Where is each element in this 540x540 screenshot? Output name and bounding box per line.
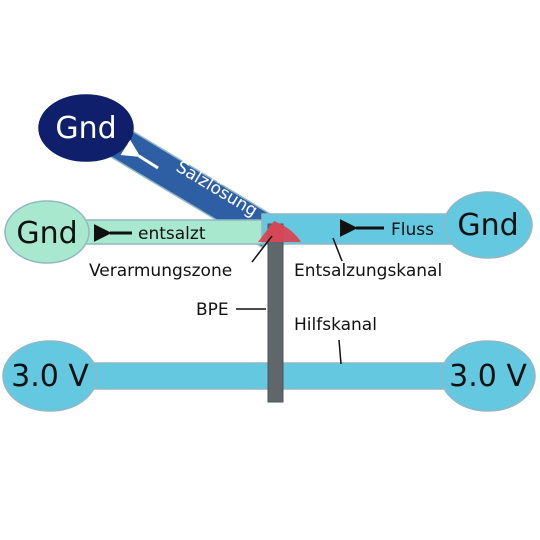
depletion-zone — [258, 221, 301, 242]
desalted-label: entsalzt — [138, 224, 206, 244]
voltage-left-label: 3.0 V — [11, 359, 89, 394]
desalination-channel-label: Entsalzungskanal — [294, 261, 442, 281]
flow-label: Fluss — [391, 220, 434, 240]
bpe-electrode — [267, 223, 284, 403]
bpe-label: BPE — [196, 300, 229, 320]
gnd-left-label: Gnd — [16, 216, 77, 251]
depletion-zone-leader — [251, 235, 273, 263]
gnd-left-reservoir — [4, 200, 90, 264]
auxiliary-channel-leader — [338, 339, 342, 365]
gnd-right-label: Gnd — [457, 208, 518, 243]
gnd-right-reservoir — [443, 191, 533, 259]
depletion-zone-label: Verarmungszone — [89, 261, 232, 281]
auxiliary-channel-label: Hilfskanal — [294, 315, 377, 335]
voltage-left-reservoir — [2, 340, 98, 412]
voltage-right-label: 3.0 V — [449, 359, 527, 394]
salt-solution-arrow — [120, 139, 159, 170]
voltage-right-reservoir — [440, 340, 536, 412]
desalination-channel-leader — [332, 237, 343, 262]
gnd-top-reservoir — [38, 94, 134, 162]
gnd-top-label: Gnd — [55, 111, 116, 146]
